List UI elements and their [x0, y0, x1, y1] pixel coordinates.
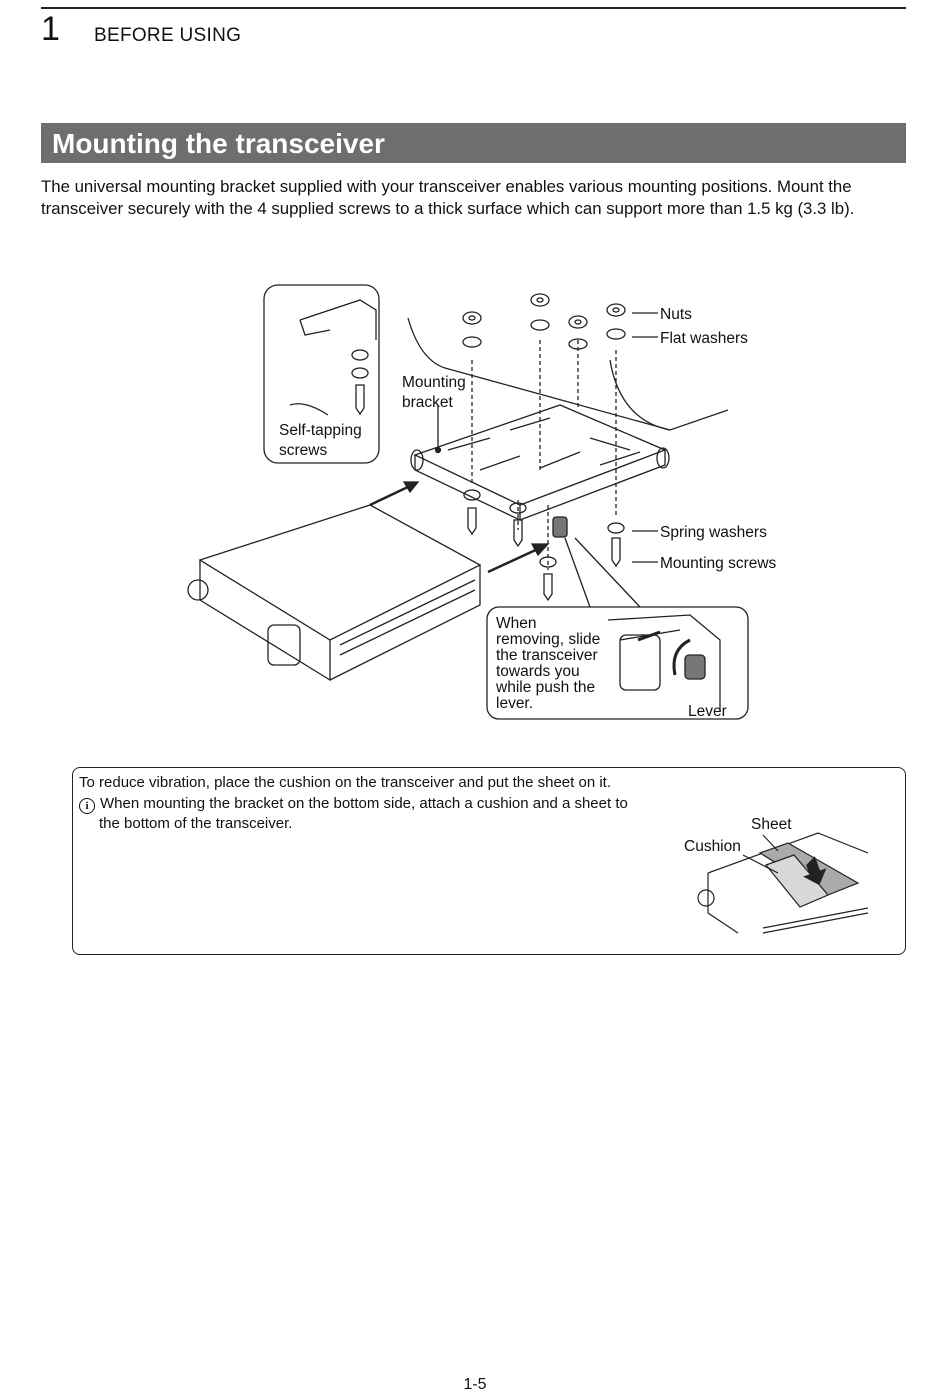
label-flat-washers: Flat washers: [660, 330, 748, 347]
label-removing-3: the transceiver: [496, 647, 598, 664]
label-removing-5: while push the: [495, 679, 595, 696]
inset-bracket: [299, 299, 377, 340]
chapter-number: 1: [41, 10, 60, 48]
label-removing-1: When: [496, 615, 537, 632]
alignment-lines: [471, 340, 617, 570]
label-mounting-bracket-2: bracket: [402, 394, 454, 411]
label-removing-6: lever.: [496, 695, 533, 712]
self-tapping-inset-frame: [263, 284, 380, 464]
note-text-1: To reduce vibration, place the cushion o…: [79, 774, 612, 791]
transceiver-top: [198, 504, 482, 641]
note-box: To reduce vibration, place the cushion o…: [72, 767, 906, 955]
slide-arrow-2: [487, 546, 541, 574]
label-mounting-bracket-1: Mounting: [402, 374, 466, 391]
lower-screws: [463, 489, 625, 602]
section-title: Mounting the transceiver: [52, 128, 385, 159]
label-mounting-screws: Mounting screws: [660, 555, 777, 572]
inset-lever: [684, 654, 706, 680]
bracket-slots: [447, 417, 641, 471]
label-lever: Lever: [688, 703, 727, 720]
page-number: 1-5: [463, 1376, 487, 1393]
info-icon: i: [79, 798, 95, 814]
nuts-washers: [462, 293, 626, 350]
intro-paragraph: The universal mounting bracket supplied …: [41, 177, 855, 218]
removal-inset-frame: [486, 606, 749, 720]
label-cushion: Cushion: [684, 838, 741, 855]
chapter-title: BEFORE USING: [94, 25, 242, 46]
note-text-2: i When mounting the bracket on the bottom…: [79, 794, 679, 834]
label-spring-washers: Spring washers: [660, 524, 767, 541]
mounting-diagram: Nuts Flat washers Mounting bracket Self-…: [187, 284, 777, 720]
label-removing-4: towards you: [496, 663, 580, 680]
note-text-2a: When mounting the bracket on the bottom …: [100, 795, 628, 812]
inset-washer: [351, 349, 369, 361]
note-text-2b: the bottom of the transceiver.: [99, 815, 293, 832]
transceiver-connector: [267, 624, 301, 666]
label-self-tapping-1: Self-tapping: [279, 422, 362, 439]
inset-screw: [355, 384, 365, 416]
lever-shape: [552, 516, 568, 538]
transceiver-front: [199, 560, 331, 682]
label-removing-2: removing, slide: [496, 631, 600, 648]
label-self-tapping-2: screws: [279, 442, 327, 459]
header-rule: [41, 7, 906, 9]
label-nuts: Nuts: [660, 306, 692, 323]
slide-arrow-1: [369, 483, 413, 507]
label-sheet: Sheet: [751, 816, 792, 833]
mounting-surface: [407, 317, 729, 431]
section-header: Mounting the transceiver: [41, 123, 906, 163]
cushion-illustration: Sheet Cushion: [684, 816, 868, 934]
transceiver-knob: [187, 579, 209, 601]
